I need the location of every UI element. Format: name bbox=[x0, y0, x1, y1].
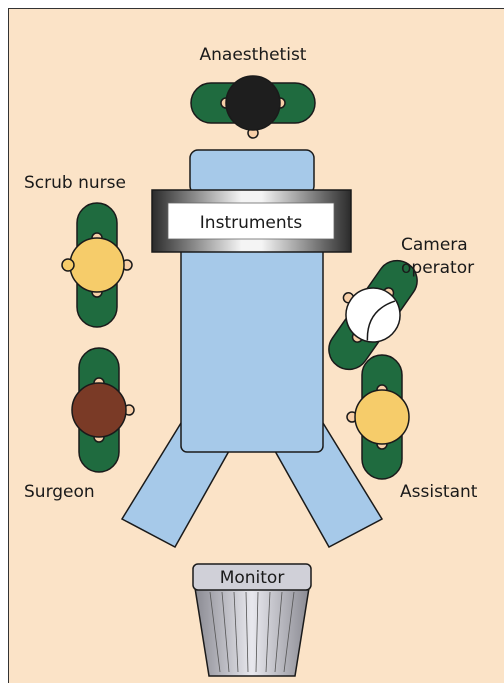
instruments-label: Instruments bbox=[200, 213, 303, 233]
table-head-section bbox=[190, 150, 314, 194]
monitor-icon: Monitor bbox=[193, 564, 311, 676]
anaesthetist-head bbox=[226, 76, 280, 130]
surgeon-head bbox=[72, 383, 126, 437]
scrub-nurse-cap-knot bbox=[62, 259, 74, 271]
scrub-nurse-head bbox=[70, 238, 124, 292]
assistant-label: Assistant bbox=[400, 482, 478, 502]
anaesthetist-label: Anaesthetist bbox=[200, 45, 307, 65]
instrument-tray-icon: Instruments bbox=[152, 190, 351, 252]
assistant-head bbox=[355, 390, 409, 444]
monitor-body bbox=[195, 588, 309, 676]
camera-operator-label-line2: operator bbox=[401, 258, 474, 278]
camera-operator-label-line1: Camera bbox=[401, 235, 468, 255]
monitor-label: Monitor bbox=[220, 568, 285, 588]
surgeon-label: Surgeon bbox=[24, 482, 95, 502]
scrub-nurse-label: Scrub nurse bbox=[24, 173, 126, 193]
